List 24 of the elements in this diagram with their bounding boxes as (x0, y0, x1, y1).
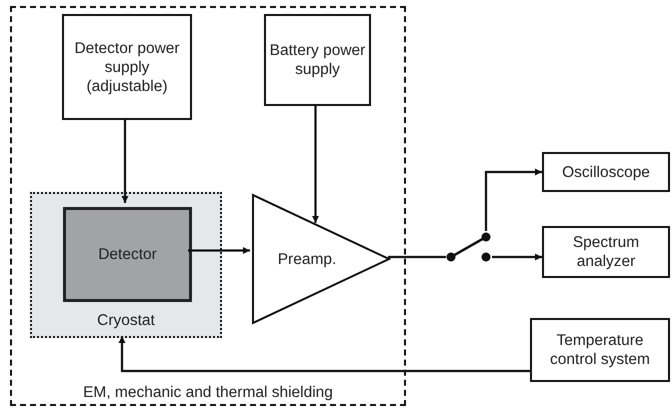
arrow (188, 247, 250, 254)
block-label: Preamp. (278, 250, 336, 268)
block-label: Detector (98, 245, 157, 264)
block-label: Cryostat (97, 311, 155, 330)
block-label: Temperature control system (549, 331, 651, 369)
shielding-enclosure (10, 6, 406, 406)
block-label: Detector power supply (adjustable) (73, 38, 181, 96)
arrow (492, 254, 542, 260)
amplifier-triangle (252, 194, 390, 324)
block-box (62, 14, 192, 120)
block-label: Oscilloscope (562, 162, 650, 182)
block-label: Battery power supply (268, 41, 366, 79)
block-box (542, 226, 670, 278)
arrow (118, 336, 530, 372)
block-label: Spectrum analyzer (572, 233, 640, 271)
cryostat-box (30, 192, 222, 338)
arrow (312, 104, 319, 223)
block-box (542, 152, 670, 192)
enclosure-label: EM, mechanic and thermal shielding (83, 383, 333, 402)
arrow (484, 168, 542, 231)
detector-box (63, 207, 192, 302)
arrow (122, 118, 128, 203)
block-box (530, 318, 670, 382)
block-box (264, 14, 371, 106)
